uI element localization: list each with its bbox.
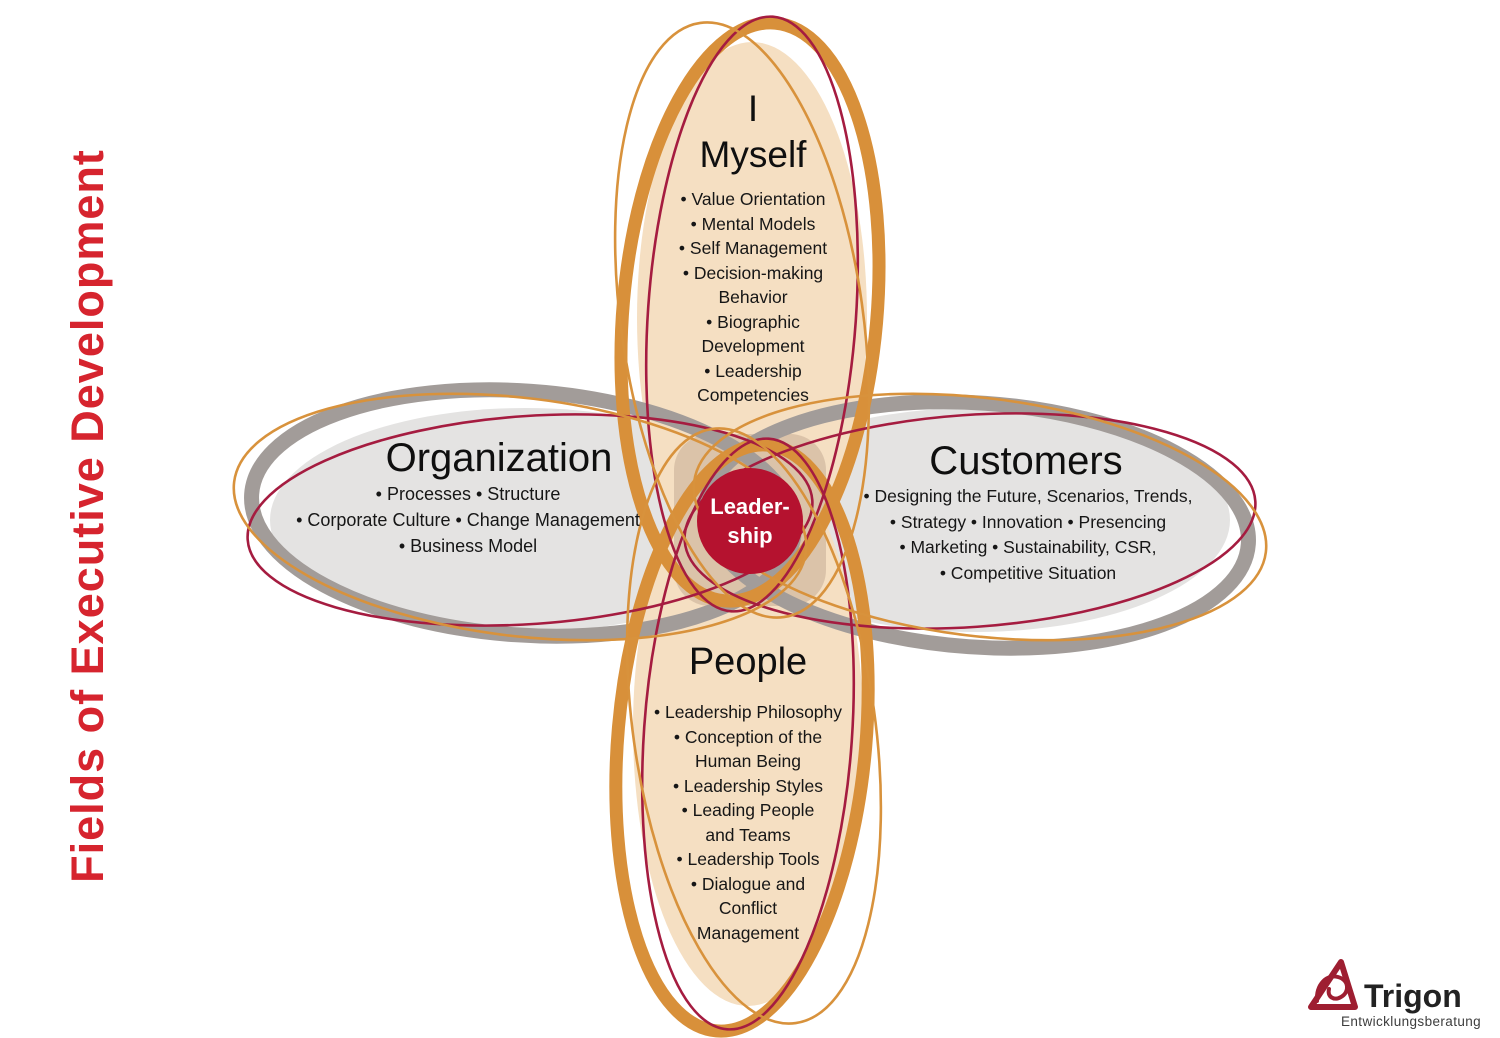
petal-outline-red-organization (246, 413, 814, 627)
petal-items-people: • Leadership Philosophy • Conception of t… (618, 700, 878, 945)
petal-outline-red-people (640, 437, 856, 1031)
petal-outline-orange-myself (613, 21, 871, 619)
logo-subtitle: Entwicklungsberatung (1341, 1014, 1482, 1029)
bullet-line: • Marketing • Sustainability, CSR, (899, 537, 1157, 557)
bullet-line: • Strategy • Innovation • Presencing (889, 511, 1167, 532)
bullet-line: • Decision-making Behavior (682, 262, 824, 308)
petal-items-myself: • Value Orientation • Mental Models • Self… (623, 187, 883, 408)
petal-outline-orange-people (625, 427, 883, 1025)
bullet-line: • Leadership Philosophy (653, 702, 843, 722)
bullet-line: • Designing the Future, Scenarios, Trend… (863, 486, 1193, 506)
bullet-line: • Leading People and Teams (681, 800, 815, 845)
bullet-line: • Dialogue and Conflict Management (690, 873, 806, 943)
petal-outline-orange-organization (232, 392, 808, 642)
page-title: Fields of Executive Development (62, 149, 113, 883)
bullet-line: • Mental Models (690, 213, 816, 234)
bullet-line: • Biographic Development (701, 311, 805, 357)
leadership-circle (697, 468, 803, 574)
petal-heading-myself: I Myself (699, 88, 807, 175)
petal-items-customers: • Designing the Future, Scenarios, Trend… (798, 484, 1258, 586)
bullet-line: • Leadership Tools (676, 849, 820, 869)
petal-ring-myself (614, 16, 886, 608)
center-label: Leader- ship (710, 494, 790, 548)
bullet-line: • Corporate Culture • Change Management (296, 510, 640, 530)
bullet-line: • Self Management (678, 238, 828, 258)
logo-wordmark: Trigon (1364, 978, 1462, 1014)
petal-heading-customers: Customers (929, 439, 1123, 483)
bullet-line: • Conception of the Human Being (673, 726, 823, 772)
bullet-line: • Competitive Situation (939, 562, 1117, 583)
petal-heading-people: People (688, 641, 808, 683)
petal-heading-organization: Organization (385, 436, 613, 480)
petal-outline-red-customers (683, 412, 1257, 630)
bullet-line: • Value Orientation (680, 189, 826, 209)
petal-items-organization: • Processes • Structure • Corporate Cultu… (238, 481, 698, 559)
trigon-spiral-icon (1314, 974, 1349, 1003)
petal-outline-orange-customers (692, 392, 1268, 642)
bullet-line: • Leadership Competencies (697, 360, 809, 406)
bullet-line: • Business Model (398, 536, 538, 556)
petal-ring-people (609, 438, 875, 1038)
petal-outline-red-myself (644, 15, 860, 613)
bullet-line: • Leadership Styles (672, 775, 824, 796)
bullet-line: • Processes • Structure (375, 484, 561, 504)
